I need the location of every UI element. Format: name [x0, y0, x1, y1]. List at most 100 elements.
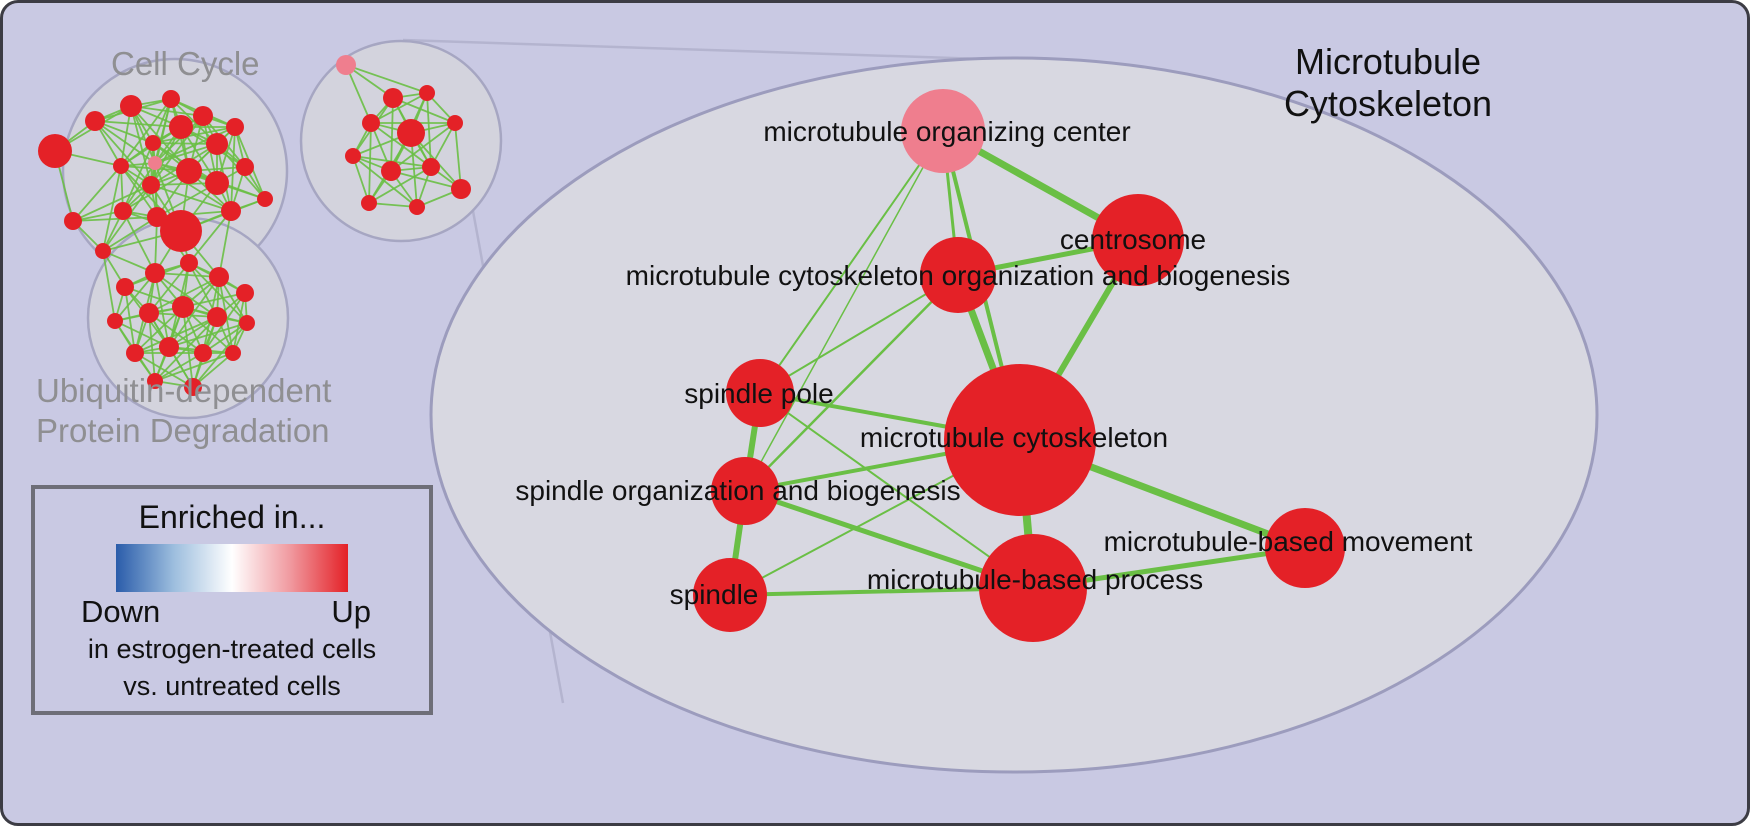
overview-edge	[392, 97, 456, 124]
overview-node	[38, 134, 72, 168]
overview-edge	[102, 250, 116, 322]
overview-node	[209, 267, 229, 287]
node-mt_cyto	[944, 364, 1096, 516]
overview-edge	[124, 286, 136, 354]
overview-edge	[154, 162, 232, 212]
overview-edge	[130, 105, 152, 186]
overview-node	[145, 263, 165, 283]
overview-node	[397, 119, 425, 147]
overview-node	[239, 315, 255, 331]
overview-edge	[134, 306, 184, 354]
overview-edge	[72, 216, 158, 222]
edge-spindle_pole-mt_process	[759, 392, 1034, 589]
overview-node	[180, 254, 198, 272]
overview-edge	[122, 162, 156, 212]
overview-edge	[230, 126, 236, 212]
node-label-mt_process: microtubule-based process	[867, 564, 1203, 595]
overview-edge	[148, 312, 204, 354]
node-label-moc: microtubule organizing center	[763, 116, 1130, 147]
magnifier-line	[402, 38, 1014, 62]
overview-edge	[154, 126, 236, 164]
overview-edge	[148, 262, 190, 314]
node-label-mt_cyto: microtubule cytoskeleton	[860, 422, 1168, 453]
cluster-label-cell-cycle: Cell Cycle	[111, 45, 260, 82]
overview-node	[345, 148, 361, 164]
overview-node	[225, 345, 241, 361]
overview-node	[64, 212, 82, 230]
overview-edge	[134, 316, 218, 354]
overview-node	[221, 201, 241, 221]
node-label-spindle: spindle	[670, 579, 759, 610]
overview-edge	[192, 322, 248, 388]
legend-down-label: Down	[81, 594, 161, 629]
overview-node	[451, 179, 471, 199]
overview-edge	[390, 97, 394, 172]
overview-edge	[148, 312, 156, 382]
overview-node	[336, 55, 356, 75]
node-label-spindle_org: spindle organization and biogenesis	[515, 475, 960, 506]
overview-node	[147, 207, 167, 227]
overview-node	[236, 284, 254, 302]
node-label-org_bio: microtubule cytoskeleton organization an…	[626, 260, 1291, 291]
overview-edge	[122, 142, 154, 212]
node-mt_movement	[1265, 508, 1345, 588]
overview-edge	[148, 276, 220, 314]
overview-edge	[188, 210, 232, 264]
overview-edge	[154, 352, 204, 382]
legend-title: Enriched in...	[138, 499, 326, 535]
overview-node	[160, 210, 202, 252]
overview-edge	[352, 155, 418, 208]
node-org_bio	[920, 237, 996, 313]
overview-node	[361, 195, 377, 211]
overview-node	[362, 114, 380, 132]
overview-node	[236, 158, 254, 176]
overview-node	[148, 156, 162, 170]
overview-edge	[154, 352, 234, 382]
edge-moc-spindle_pole	[759, 130, 944, 394]
overview-node	[113, 158, 129, 174]
overview-edge	[454, 122, 462, 190]
overview-node	[139, 303, 159, 323]
legend-gradient-bar	[116, 544, 348, 592]
overview-node	[193, 106, 213, 126]
edge-moc-spindle_org	[744, 130, 944, 492]
overview-node	[257, 191, 273, 207]
overview-node	[145, 135, 161, 151]
overview-edge	[154, 115, 204, 164]
overview-node	[120, 95, 142, 117]
overview-edge	[102, 165, 122, 252]
overview-edge	[72, 165, 122, 222]
overview-node	[147, 373, 163, 389]
overview-edge	[182, 306, 234, 354]
legend-box: Enriched in... Down Up in estrogen-treat…	[31, 485, 433, 715]
overview-edge	[368, 202, 418, 208]
overview-node	[142, 176, 160, 194]
overview-edge	[114, 272, 156, 322]
overview-edge	[352, 155, 370, 204]
overview-edge	[154, 98, 172, 164]
cluster-label-ubiquitin-line1: Ubiquitin-dependent	[36, 372, 332, 409]
overview-node	[184, 378, 202, 396]
overview-edge	[345, 64, 428, 94]
network-canvas: microtubule organizing center centrosome m…	[38, 38, 1599, 774]
magnified-cluster-title: Microtubule Cytoskeleton	[1253, 41, 1523, 126]
node-label-mt_movement: microtubule-based movement	[1104, 526, 1473, 557]
overview-node	[107, 313, 123, 329]
overview-edge	[368, 166, 432, 204]
overview-node	[172, 296, 194, 318]
overview-node	[114, 202, 132, 220]
overview-node	[116, 278, 134, 296]
overview-node	[419, 85, 435, 101]
legend-up-label: Up	[331, 594, 371, 629]
overview-edge	[134, 352, 194, 388]
overview-edge	[102, 216, 158, 252]
magnified-cluster-title-line1: Microtubule	[1294, 41, 1482, 82]
overview-edge	[218, 210, 232, 278]
node-centrosome	[1092, 194, 1184, 286]
overview-edge	[370, 92, 428, 124]
overview-node	[169, 115, 193, 139]
overview-node	[207, 307, 227, 327]
node-label-centrosome: centrosome	[1060, 224, 1206, 255]
overview-node	[383, 88, 403, 108]
